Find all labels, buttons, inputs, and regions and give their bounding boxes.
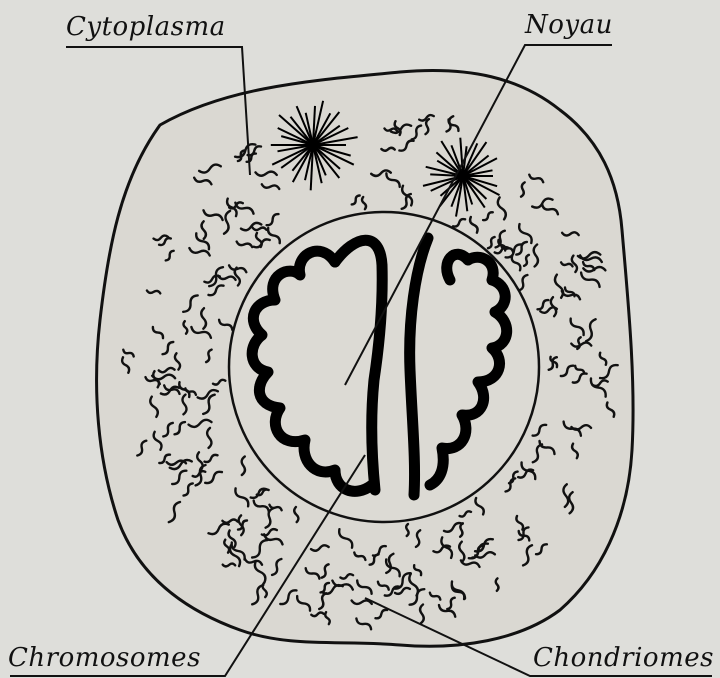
- chondriome-granule: [577, 337, 580, 349]
- label-chromosomes: Chromosomes: [8, 645, 201, 671]
- label-noyau: Noyau: [525, 12, 613, 38]
- label-cytoplasma: Cytoplasma: [66, 14, 226, 40]
- label-chondriomes: Chondriomes: [533, 645, 714, 671]
